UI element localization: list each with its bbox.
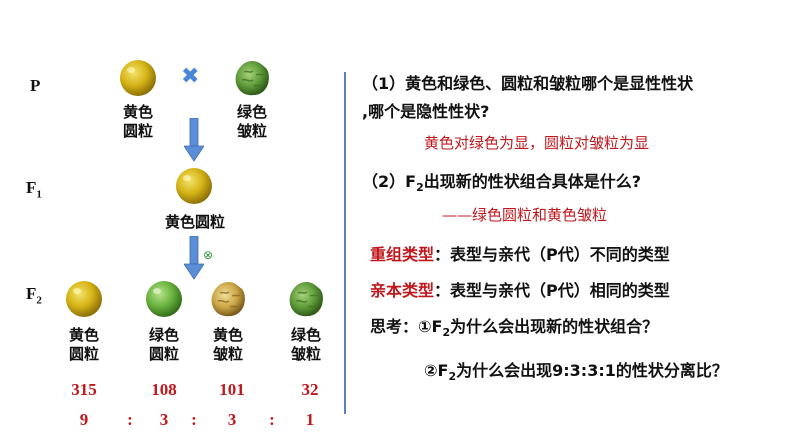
count-green-round: 108	[151, 380, 177, 399]
down-arrow-icon	[184, 236, 204, 280]
count-yellow-round: 315	[71, 380, 97, 399]
self-cross-icon: ⊗	[203, 248, 214, 262]
green-round-pea-icon	[146, 281, 182, 317]
question-1-line-1: （1）黄色和绿色、圆粒和皱粒哪个是显性性状	[362, 74, 694, 93]
parent-left-label: 黄色圆粒	[122, 103, 153, 140]
generation-f1-label: F1	[26, 178, 42, 201]
think-question-1: 思考：①F2为什么会出现新的性状组合？	[370, 317, 659, 340]
f1-label: 黄色圆粒	[164, 213, 225, 231]
question-2: （2）F2出现新的性状组合具体是什么?	[362, 172, 642, 195]
f2-label-green-round: 绿色圆粒	[148, 326, 179, 363]
ratio-separator: :	[269, 410, 275, 429]
parent-right-label: 绿色皱粒	[236, 103, 267, 140]
count-yellow-wrinkled: 101	[219, 380, 245, 399]
vertical-divider	[344, 72, 346, 414]
ratio-separator: :	[127, 410, 133, 429]
ratio-yellow-round: 9	[79, 410, 89, 429]
green-wrinkled-pea-icon	[289, 282, 323, 317]
green-wrinkled-pea-icon	[235, 61, 269, 96]
generation-p-label: P	[30, 76, 41, 95]
ratio-green-round: 3	[159, 410, 169, 429]
recombinant-type-term: 重组类型	[370, 245, 435, 264]
question-1-line-2: ,哪个是隐性性状?	[362, 102, 490, 121]
yellow-round-pea-icon	[176, 168, 212, 204]
think-question-2: ②F2为什么会出现9:3:3:1的性状分离比？	[424, 361, 728, 384]
f2-label-yellow-wrinkled: 黄色皱粒	[212, 326, 243, 363]
yellow-wrinkled-pea-icon	[211, 282, 245, 317]
yellow-round-pea-icon	[120, 60, 156, 96]
ratio-yellow-wrinkled: 3	[227, 410, 237, 429]
parental-type-definition: 亲本类型：表型与亲代（P代）相同的类型	[370, 281, 670, 300]
down-arrow-icon	[184, 118, 204, 162]
cross-icon: ✖	[181, 64, 200, 89]
answer-2: ——绿色圆粒和黄色皱粒	[442, 206, 608, 224]
yellow-round-pea-icon	[66, 281, 102, 317]
recombinant-type-definition: 重组类型：表型与亲代（P代）不同的类型	[370, 245, 670, 264]
answer-1: 黄色对绿色为显，圆粒对皱粒为显	[424, 134, 650, 152]
parental-type-term: 亲本类型	[370, 281, 435, 300]
generation-f2-label: F2	[26, 284, 42, 307]
ratio-green-wrinkled: 1	[305, 410, 315, 429]
count-green-wrinkled: 32	[301, 380, 319, 399]
f2-label-yellow-round: 黄色圆粒	[68, 326, 99, 363]
ratio-separator: :	[191, 410, 197, 429]
f2-label-green-wrinkled: 绿色皱粒	[290, 326, 321, 363]
